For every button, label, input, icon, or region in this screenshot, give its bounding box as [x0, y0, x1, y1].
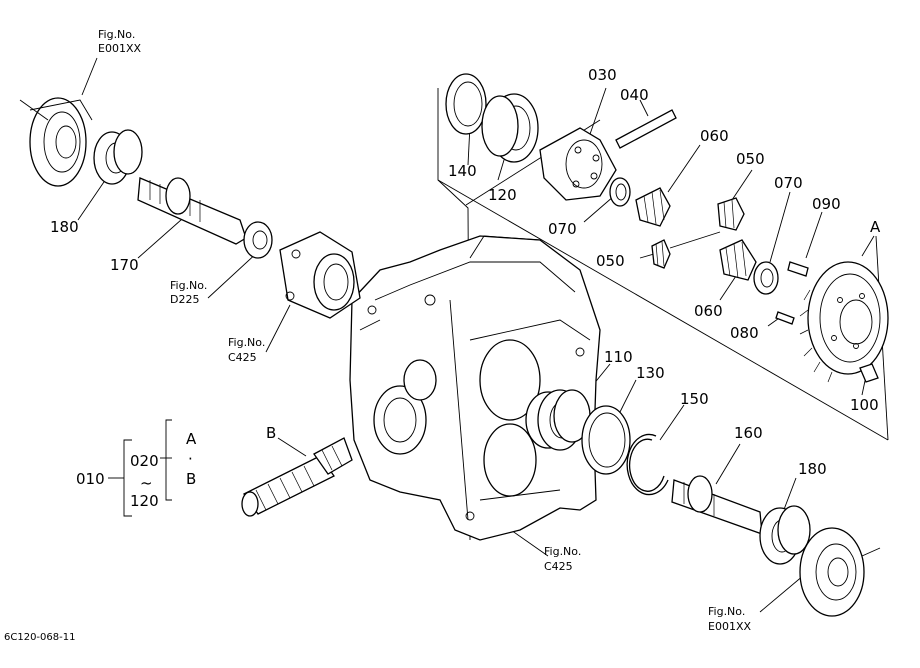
part-label: 100 — [850, 396, 879, 414]
labels: Fig.No. E001XX Fig.No. D225 Fig.No. C425… — [4, 28, 881, 643]
fig-ref-title: Fig.No. — [544, 545, 581, 558]
shaft-160 — [671, 475, 763, 535]
pinion-050-a — [717, 197, 745, 231]
figure-code: 6C120-068-11 — [4, 632, 75, 643]
part-label: 120 — [488, 186, 517, 204]
assembly-bottom: 120 — [130, 492, 159, 510]
washer-070-a — [609, 177, 631, 207]
part-label: 070 — [774, 174, 803, 192]
part-label: B — [266, 424, 276, 442]
part-label: 050 — [736, 150, 765, 168]
bearing-120 — [481, 93, 539, 163]
assembly-top: 020 — [130, 452, 159, 470]
ring-gear-a — [799, 261, 889, 383]
ring-130 — [581, 405, 631, 475]
fig-ref-code: C425 — [228, 351, 257, 364]
part-label: 130 — [636, 364, 665, 382]
housing-c425-top — [279, 231, 361, 319]
differential-case-030 — [539, 127, 617, 201]
part-label: 180 — [50, 218, 79, 236]
part-label: 060 — [700, 127, 729, 145]
assembly-range: ~ — [140, 474, 153, 492]
fig-ref-code: E001XX — [708, 620, 751, 633]
part-label: 180 — [798, 460, 827, 478]
part-label: 150 — [680, 390, 709, 408]
part-label: 040 — [620, 86, 649, 104]
fig-ref-title: Fig.No. — [228, 336, 265, 349]
gear-060-b — [719, 239, 757, 281]
snap-ring-150 — [626, 433, 669, 496]
pinion-050-b — [651, 239, 671, 269]
part-label: 110 — [604, 348, 633, 366]
part-label: 030 — [588, 66, 617, 84]
part-label: 160 — [734, 424, 763, 442]
part-label: A — [870, 218, 881, 236]
fig-ref-title: Fig.No. — [98, 28, 135, 41]
ring-140 — [445, 73, 487, 135]
assembly-ref-b: B — [186, 470, 196, 488]
fig-ref-code: D225 — [170, 293, 199, 306]
bearing-cover-bottom — [799, 527, 881, 617]
part-label: 060 — [694, 302, 723, 320]
part-label: 080 — [730, 324, 759, 342]
bearing-cover-top — [19, 97, 93, 187]
bearing-180-bottom — [759, 505, 811, 565]
part-label: 090 — [812, 195, 841, 213]
gear-060-a — [635, 187, 671, 227]
assembly-bracket — [108, 419, 172, 517]
fig-ref-title: Fig.No. — [170, 279, 207, 292]
pin-040 — [615, 109, 677, 149]
part-label: 170 — [110, 256, 139, 274]
part-label: 070 — [548, 220, 577, 238]
pin-090 — [787, 261, 809, 277]
pin-080 — [775, 311, 795, 325]
input-shaft-b — [241, 437, 353, 517]
washer-070-b — [753, 261, 779, 295]
bearing-180-top — [93, 129, 143, 185]
assembly-parent: 010 — [76, 470, 105, 488]
fig-ref-title: Fig.No. — [708, 605, 745, 618]
part-label: 050 — [596, 252, 625, 270]
part-label: 140 — [448, 162, 477, 180]
shaft-170 — [137, 177, 247, 245]
bearing-110 — [537, 389, 591, 451]
assembly-dot: · — [188, 450, 193, 468]
assembly-ref-a: A — [186, 430, 197, 448]
bolt-100 — [859, 363, 879, 383]
fig-ref-code: E001XX — [98, 42, 141, 55]
coupling-d225 — [243, 221, 273, 259]
transmission-case — [349, 235, 601, 541]
fig-ref-code: C425 — [544, 560, 573, 573]
